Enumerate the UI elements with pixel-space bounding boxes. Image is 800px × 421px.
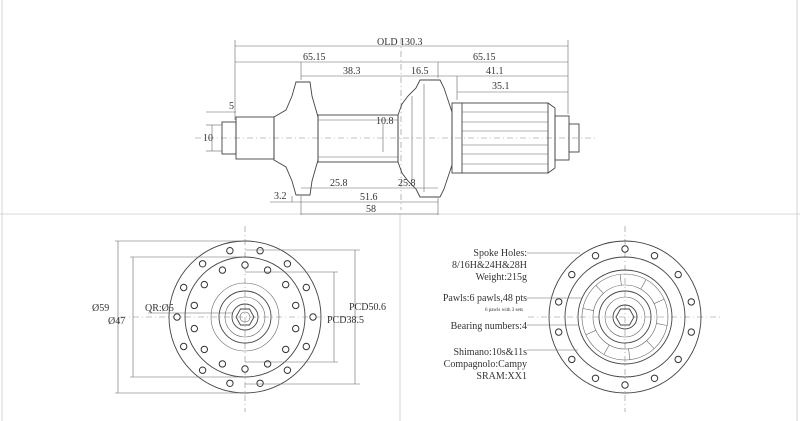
spoke-hole-outer (256, 247, 264, 255)
spoke-hole-outer (226, 379, 234, 387)
dim-pcd38: PCD38.5 (327, 315, 364, 326)
spoke-hole-inner (292, 301, 300, 310)
spoke-hole-outer (650, 252, 659, 260)
spline-tooth (653, 298, 665, 304)
spoke-hole-outer (302, 283, 310, 292)
pawls-small-note: 6 pawls with 3 sets (485, 308, 523, 313)
spoke-hole-outer (568, 355, 576, 364)
freehub-body (451, 102, 556, 174)
front-view-left: Ø59 Ø47 QR:Ø5 PCD50.6 PCD38.5 (92, 226, 386, 412)
hex-axle (235, 308, 255, 326)
spoke-hole-outer (302, 342, 310, 351)
spline-tooth (656, 323, 668, 326)
spoke-holes-value: 8/16H&24H&28H (452, 260, 527, 271)
spoke-hole-outer (283, 366, 292, 374)
bearings: Bearing numbers:4 (451, 321, 527, 332)
campagnolo: Compagnolo:Campy (444, 359, 527, 370)
spoke-hole-outer (173, 313, 181, 321)
dim-5: 5 (229, 101, 234, 112)
spoke-hole-inner (190, 301, 199, 310)
spoke-holes-left (173, 247, 317, 387)
dim-10-8: 10.8 (376, 116, 394, 127)
spoke-hole-outer (687, 328, 695, 336)
spoke-hole-outer (256, 379, 264, 387)
sram: SRAM:XX1 (476, 371, 527, 382)
dim-25-8-left: 25.8 (330, 178, 348, 189)
spoke-hole-inner (241, 261, 249, 269)
dim-38-3: 38.3 (343, 66, 361, 77)
spline-tooth (603, 344, 610, 355)
spline-tooth (628, 348, 631, 360)
left-flange (273, 81, 319, 196)
spoke-hole-inner (292, 324, 300, 333)
weight: Weight:215g (476, 272, 527, 283)
spoke-hole-inner (263, 266, 272, 274)
dim-35-1: 35.1 (492, 81, 510, 92)
dim-dia59: Ø59 (92, 303, 109, 314)
spoke-holes-label: Spoke Holes: (473, 248, 527, 259)
dim-3-2: 3.2 (274, 191, 287, 202)
spoke-hole-inner (200, 345, 209, 354)
shimano: Shimano:10s&11s (453, 347, 527, 358)
spoke-hole-outer (198, 260, 207, 268)
spoke-hole-inner (241, 365, 249, 373)
spoke-holes-right (555, 245, 695, 389)
dim-41-1: 41.1 (486, 66, 504, 77)
spoke-hole-inner (282, 280, 290, 289)
spline-tooth (619, 274, 622, 286)
spoke-hole-outer (180, 342, 188, 351)
dim-51-6: 51.6 (360, 192, 378, 203)
spoke-hole-inner (218, 360, 227, 368)
spoke-hole-inner (282, 345, 290, 354)
spoke-hole-inner (218, 266, 227, 274)
right-axle-tip (568, 123, 580, 153)
spoke-hole-outer (687, 298, 695, 306)
spline-tooth (582, 308, 594, 311)
spline-tooth (640, 279, 647, 290)
side-view: OLD 130.3 65.15 65.15 38.3 16.5 41.1 35.… (195, 37, 595, 215)
spoke-hole-outer (568, 270, 576, 279)
spoke-hole-outer (309, 313, 317, 321)
spoke-hole-outer (674, 270, 682, 279)
spoke-hole-inner (263, 360, 272, 368)
dim-16-5: 16.5 (411, 66, 429, 77)
spoke-hole-outer (555, 328, 563, 336)
spoke-hole-outer (198, 366, 207, 374)
dim-old: OLD 130.3 (377, 37, 423, 48)
dim-left-65: 65.15 (303, 52, 326, 63)
spline-tooth (595, 285, 604, 294)
spoke-hole-outer (591, 374, 600, 382)
left-axle-step (235, 116, 275, 160)
dim-10: 10 (203, 133, 213, 144)
spoke-hole-outer (621, 245, 629, 253)
pawls: Pawls:6 pawls,48 pts (443, 293, 527, 304)
dim-dia47: Ø47 (108, 316, 125, 327)
spline-tooth (646, 340, 655, 349)
spoke-hole-outer (591, 252, 600, 260)
dim-pcd50: PCD50.6 (349, 302, 386, 313)
spoke-hole-outer (283, 260, 292, 268)
dim-right-65: 65.15 (473, 52, 496, 63)
spoke-hole-outer (555, 298, 563, 306)
spoke-hole-outer (226, 247, 234, 255)
spline-tooth (585, 330, 597, 336)
dim-qr: QR:Ø5 (145, 303, 174, 314)
freehub-splines (582, 274, 668, 360)
spoke-hole-outer (180, 283, 188, 292)
spoke-hole-inner (190, 324, 199, 333)
spec-notes: Spoke Holes: 8/16H&24H&28H Weight:215g P… (443, 248, 582, 382)
spoke-hole-outer (674, 355, 682, 364)
dim-58: 58 (366, 204, 376, 215)
front-view-right (528, 226, 722, 412)
dim-25-8-right: 25.8 (398, 178, 416, 189)
spoke-hole-outer (621, 381, 629, 389)
spoke-hole-inner (200, 280, 209, 289)
spoke-hole-outer (650, 374, 659, 382)
